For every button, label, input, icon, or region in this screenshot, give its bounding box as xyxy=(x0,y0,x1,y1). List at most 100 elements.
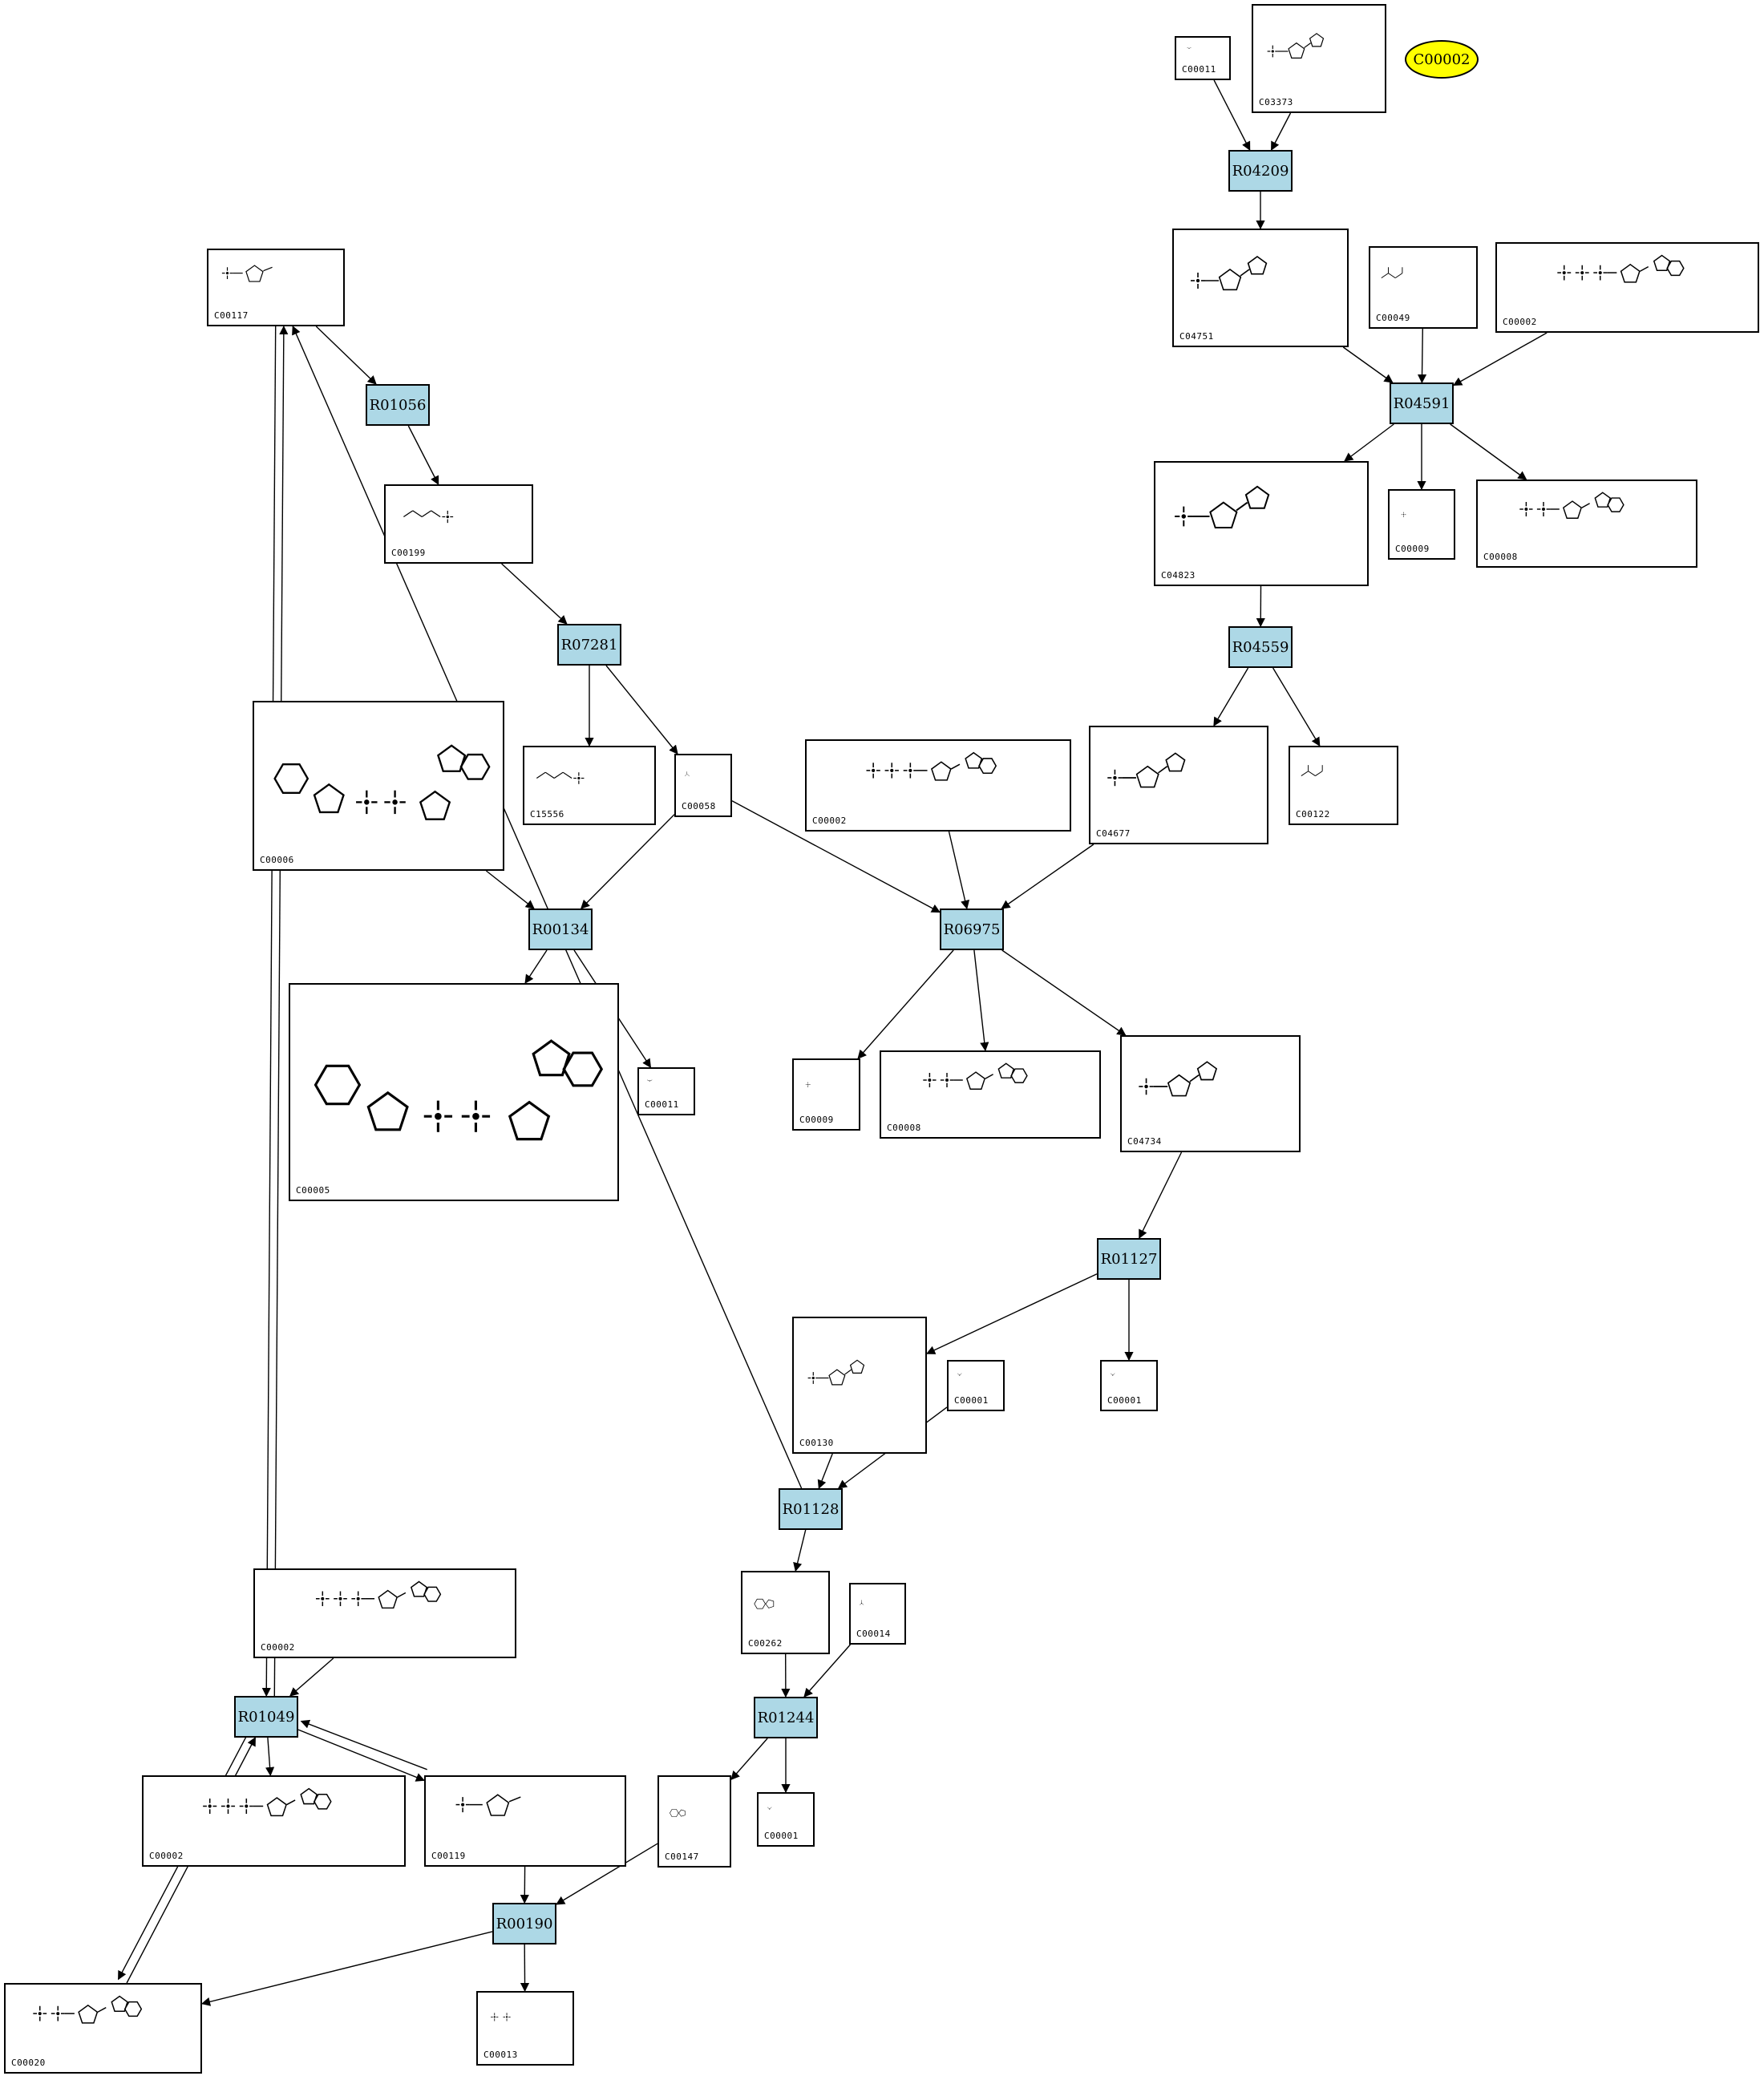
compound-node-c00011[interactable]: C00011 xyxy=(637,1067,695,1115)
structure-drawing xyxy=(805,1082,811,1087)
structure-drawing xyxy=(1381,267,1403,278)
compound-node-c00122[interactable]: C00122 xyxy=(1289,746,1398,825)
compound-id: C00009 xyxy=(1395,544,1430,554)
compound-node-c00117[interactable]: C00117 xyxy=(207,249,345,326)
structure-drawing xyxy=(647,1079,653,1082)
compound-node-c00005[interactable]: C00005 xyxy=(289,983,619,1201)
reaction-node-r06975[interactable]: R06975 xyxy=(940,909,1004,950)
compound-id: C00020 xyxy=(11,2058,46,2068)
molecule-structure xyxy=(531,754,648,803)
reaction-label: R01049 xyxy=(237,1708,295,1726)
compound-id: C00005 xyxy=(296,1185,330,1196)
compound-node-c00002[interactable]: C00002 xyxy=(1495,242,1759,333)
compound-node-c00011[interactable]: C00011 xyxy=(1175,36,1231,80)
pathway-edge xyxy=(556,1843,658,1905)
compound-node-c00009[interactable]: C00009 xyxy=(1388,489,1455,560)
pathway-edge xyxy=(1453,332,1548,386)
reaction-label: R07281 xyxy=(560,636,618,654)
compound-node-c00013[interactable]: C00013 xyxy=(476,1991,574,2066)
molecule-structure xyxy=(1180,237,1341,325)
structure-drawing xyxy=(859,1600,864,1605)
pathway-edge xyxy=(1001,949,1127,1036)
molecule-structure xyxy=(432,1783,618,1844)
compound-node-c00001[interactable]: C00001 xyxy=(947,1360,1005,1411)
reaction-node-r01049[interactable]: R01049 xyxy=(234,1696,298,1738)
structure-drawing xyxy=(1110,1373,1115,1376)
reaction-node-r04209[interactable]: R04209 xyxy=(1228,150,1293,192)
compound-id: C00002 xyxy=(1503,317,1537,327)
pathway-edge xyxy=(1213,79,1251,151)
compound-id: C04751 xyxy=(1179,331,1214,342)
structure-drawing xyxy=(684,771,690,777)
reaction-label: R04209 xyxy=(1232,162,1289,180)
reaction-node-r07281[interactable]: R07281 xyxy=(557,624,621,666)
compound-node-c00262[interactable]: C00262 xyxy=(741,1571,830,1654)
compound-node-c00014[interactable]: C00014 xyxy=(849,1583,906,1645)
molecule-structure xyxy=(749,1579,822,1632)
compound-node-c00147[interactable]: C00147 xyxy=(657,1775,731,1868)
reaction-node-r01128[interactable]: R01128 xyxy=(779,1488,843,1530)
compound-node-c00002[interactable]: C00002 xyxy=(253,1568,516,1658)
compound-id: C00001 xyxy=(954,1395,989,1406)
compound-node-c00009[interactable]: C00009 xyxy=(792,1058,860,1131)
pathway-edge xyxy=(501,563,568,625)
compound-id: C00049 xyxy=(1376,313,1410,323)
structure-drawing xyxy=(1519,492,1624,519)
molecule-structure xyxy=(857,1591,898,1622)
structure-drawing xyxy=(1191,256,1268,291)
structure-drawing xyxy=(754,1598,775,1609)
compound-node-c00199[interactable]: C00199 xyxy=(384,484,533,564)
compound-node-c00002[interactable]: C00002 xyxy=(142,1775,406,1867)
pathway-edge xyxy=(731,800,941,913)
structure-drawing xyxy=(221,265,273,282)
molecule-structure xyxy=(682,762,724,795)
reaction-node-r04591[interactable]: R04591 xyxy=(1390,382,1454,424)
compound-node-c00008[interactable]: C00008 xyxy=(880,1050,1101,1139)
molecule-structure xyxy=(1162,469,1361,564)
compound-node-c04751[interactable]: C04751 xyxy=(1172,229,1349,347)
compound-id: C00262 xyxy=(748,1638,783,1649)
pathway-edge xyxy=(973,949,989,1052)
compound-id: C00013 xyxy=(483,2050,518,2060)
structure-drawing xyxy=(1107,752,1186,788)
compound-node-c00006[interactable]: C00006 xyxy=(253,701,504,871)
molecule-structure xyxy=(800,1325,919,1431)
compound-node-c00008[interactable]: C00008 xyxy=(1476,480,1697,568)
reaction-node-r01244[interactable]: R01244 xyxy=(754,1697,818,1738)
compound-node-c04734[interactable]: C04734 xyxy=(1120,1035,1301,1152)
compound-id: C00011 xyxy=(1182,64,1216,75)
reaction-node-r00134[interactable]: R00134 xyxy=(528,909,593,950)
structure-drawing xyxy=(314,1039,604,1141)
compound-node-c00020[interactable]: C00020 xyxy=(4,1983,202,2074)
structure-drawing xyxy=(536,771,585,784)
structure-drawing xyxy=(1557,254,1685,283)
compound-node-c03373[interactable]: C03373 xyxy=(1252,4,1386,113)
compound-id: C00001 xyxy=(764,1831,799,1841)
structure-drawing xyxy=(1139,1061,1218,1097)
compound-node-c00001[interactable]: C00001 xyxy=(1100,1360,1158,1411)
compound-node-c04823[interactable]: C04823 xyxy=(1154,461,1369,586)
compound-node-c00058[interactable]: C00058 xyxy=(674,754,732,817)
compound-node-c00119[interactable]: C00119 xyxy=(424,1775,626,1867)
reaction-node-r01127[interactable]: R01127 xyxy=(1097,1238,1161,1280)
compound-node-c00001[interactable]: C00001 xyxy=(757,1792,815,1847)
compound-node-c15556[interactable]: C15556 xyxy=(523,746,656,825)
reaction-label: R06975 xyxy=(943,921,1001,938)
structure-drawing xyxy=(767,1807,772,1810)
structure-drawing xyxy=(203,1787,332,1817)
structure-drawing xyxy=(866,751,997,781)
compound-id: C00011 xyxy=(645,1099,679,1110)
pathway-edge xyxy=(297,1729,426,1782)
molecule-structure xyxy=(1097,734,1260,822)
reaction-node-r00190[interactable]: R00190 xyxy=(492,1903,556,1944)
compound-node-c00130[interactable]: C00130 xyxy=(792,1317,927,1454)
compound-node-c00049[interactable]: C00049 xyxy=(1369,246,1478,329)
molecule-structure xyxy=(800,1066,852,1108)
compound-node-c04677[interactable]: C04677 xyxy=(1089,726,1268,844)
compound-node-c00002[interactable]: C00002 xyxy=(805,739,1071,832)
reaction-node-r04559[interactable]: R04559 xyxy=(1228,626,1293,668)
pathway-edge xyxy=(817,1453,833,1490)
target-compound-node[interactable]: C00002 xyxy=(1405,40,1479,79)
reaction-label: R01127 xyxy=(1100,1250,1158,1268)
reaction-node-r01056[interactable]: R01056 xyxy=(366,384,430,426)
